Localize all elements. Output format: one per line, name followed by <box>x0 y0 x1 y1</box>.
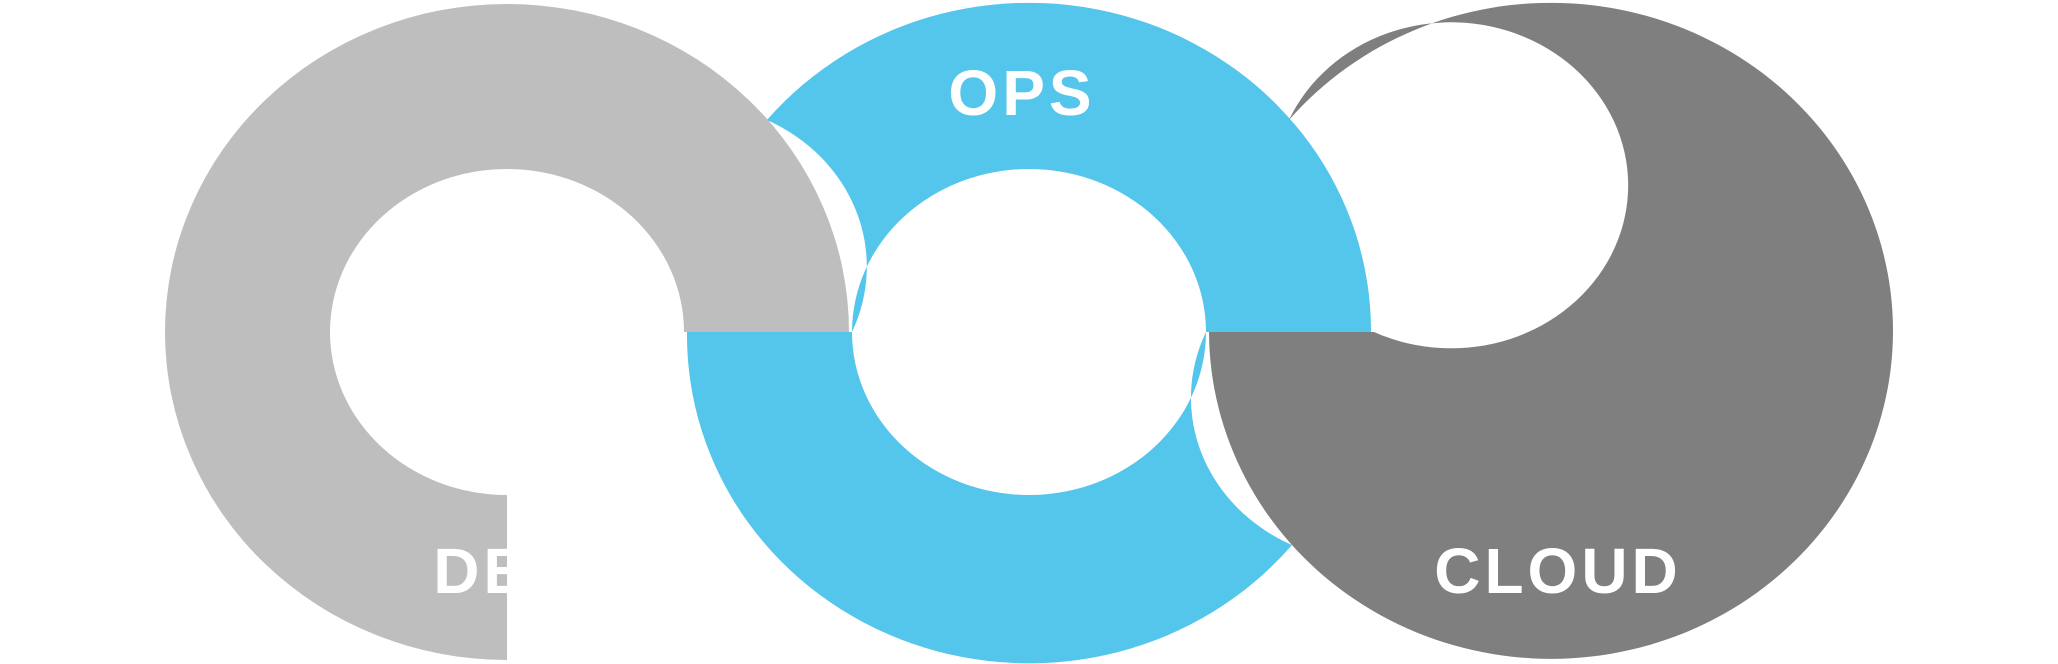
label-ops: OPS <box>948 57 1095 129</box>
label-dev: DEV <box>433 535 577 607</box>
ring-ops-lower <box>686 332 1292 664</box>
ring-dev <box>165 4 849 660</box>
ring-ops <box>767 2 1372 332</box>
label-cloud: CLOUD <box>1434 535 1682 607</box>
ring-cloud <box>1209 2 1893 659</box>
